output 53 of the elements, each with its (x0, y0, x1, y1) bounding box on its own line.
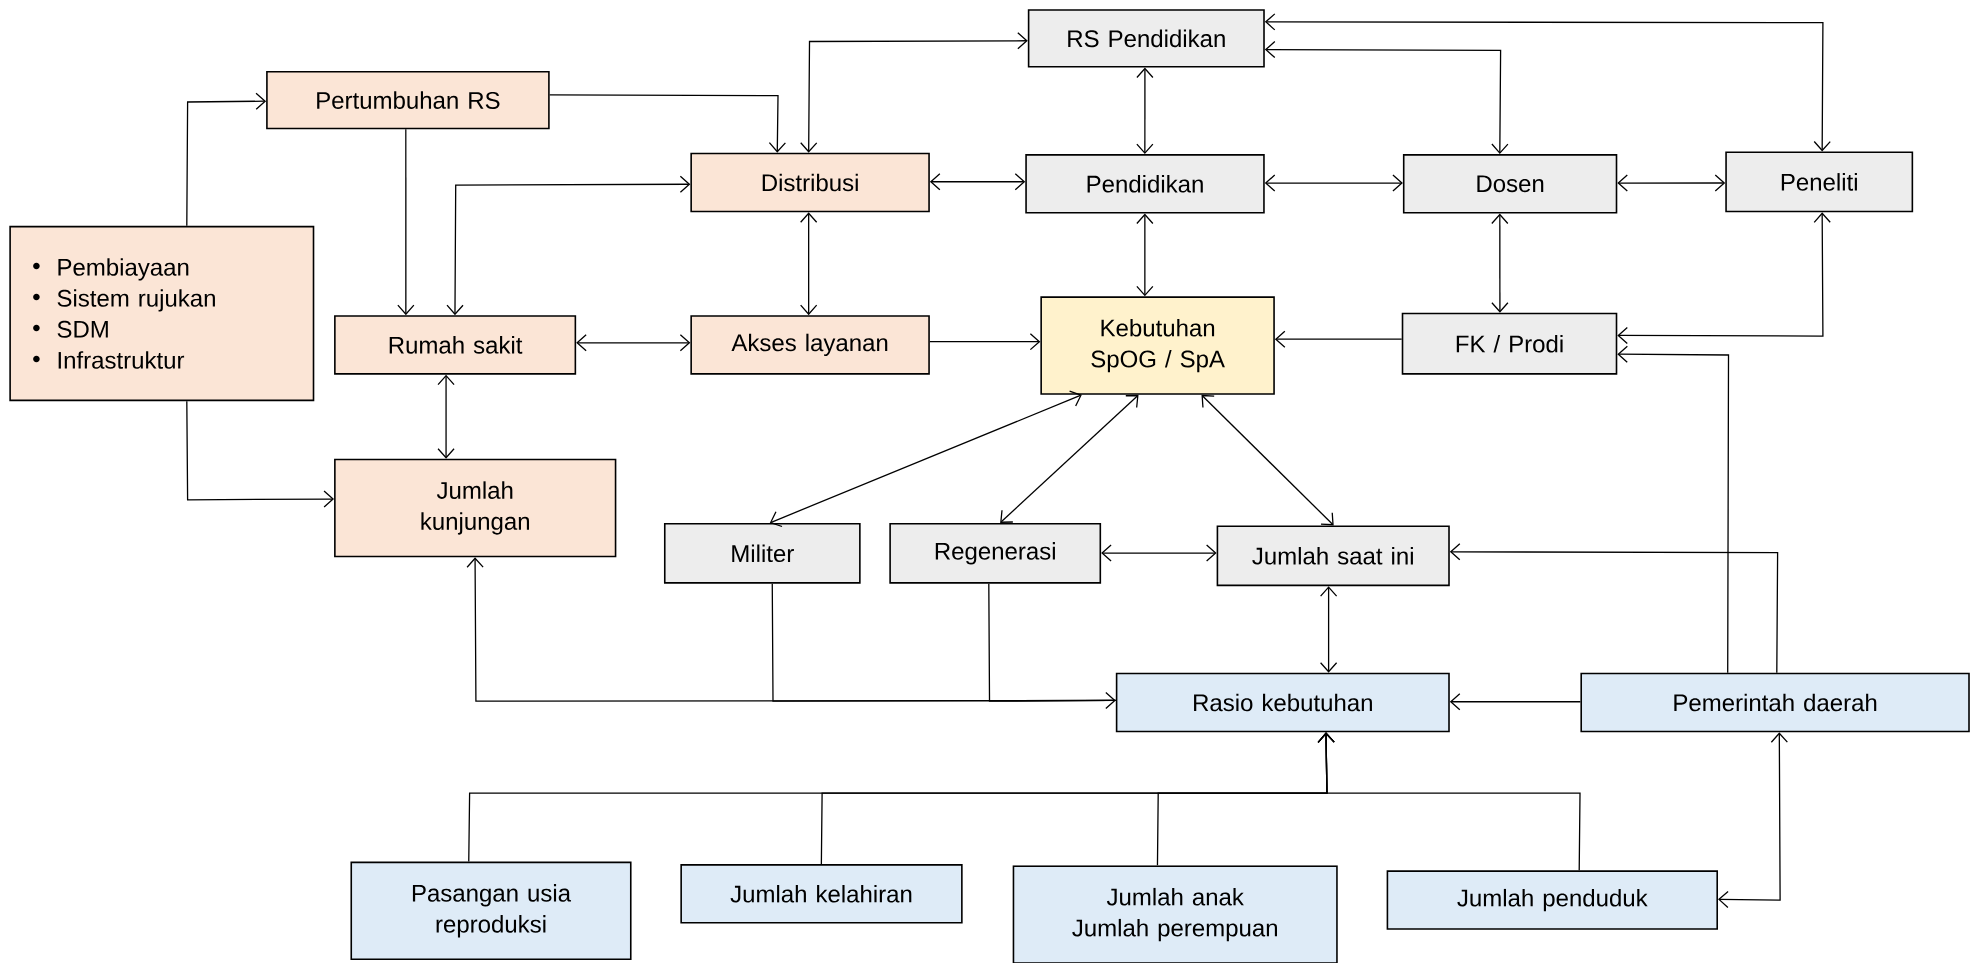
list-box: Pembiayaan Sistem rujukan SDM Infrastruktur (9, 225, 315, 402)
arrow (1319, 586, 1338, 673)
arrow (1101, 544, 1217, 562)
process-box: Jumlah kelahiran (680, 864, 963, 924)
process-box: Pasangan usia reproduksi (350, 861, 632, 961)
process-box: Rumah sakit (334, 315, 577, 375)
process-box: Jumlah kunjungan (334, 458, 617, 558)
process-box: Regenerasi (889, 522, 1102, 584)
arrow (1136, 213, 1154, 297)
arrow (1264, 174, 1403, 192)
arrow (1617, 212, 1831, 345)
arrow (186, 400, 335, 508)
arrow (1264, 13, 1831, 152)
arrow (1449, 693, 1582, 711)
arrow (549, 94, 787, 153)
process-box: Dosen (1402, 154, 1618, 214)
process-box: RS Pendidikan (1027, 9, 1265, 68)
arrow (800, 212, 818, 316)
process-box: Kebutuhan SpOG / SpA (1040, 296, 1275, 395)
process-box: Pertumbuhan RS (266, 70, 550, 130)
process-box: Jumlah penduduk (1386, 870, 1718, 930)
arrow (1274, 330, 1403, 348)
arrow (446, 175, 691, 316)
arrow (1000, 394, 1139, 523)
arrow (437, 374, 455, 459)
arrow (186, 92, 267, 227)
process-box: Militer (663, 522, 861, 584)
arrow (576, 334, 691, 352)
process-box: Jumlah saat ini (1216, 525, 1450, 587)
arrow (1718, 732, 1788, 909)
arrow (397, 128, 415, 316)
arrow (800, 32, 1028, 153)
arrow (1264, 40, 1509, 155)
process-box: FK / Prodi (1401, 312, 1618, 375)
arrow (1201, 394, 1334, 526)
arrow (1617, 174, 1726, 192)
arrow (1491, 213, 1509, 313)
process-box: Peneliti (1725, 151, 1914, 213)
arrow (1317, 732, 1581, 871)
process-box: Akses layanan (690, 315, 930, 375)
arrow (929, 173, 1026, 191)
process-box: Distribusi (690, 152, 930, 213)
process-box: Rasio kebutuhan (1115, 672, 1450, 733)
arrow (466, 557, 1116, 710)
arrow (1617, 345, 1730, 674)
process-box: Jumlah anak Jumlah perempuan (1012, 865, 1338, 963)
arrow (1449, 543, 1779, 674)
arrow (769, 390, 1082, 528)
arrow (929, 333, 1041, 351)
connector-line (988, 583, 1117, 702)
arrow (1136, 67, 1154, 155)
process-box: Pemerintah daerah (1580, 672, 1970, 733)
process-box: Pendidikan (1025, 154, 1265, 214)
